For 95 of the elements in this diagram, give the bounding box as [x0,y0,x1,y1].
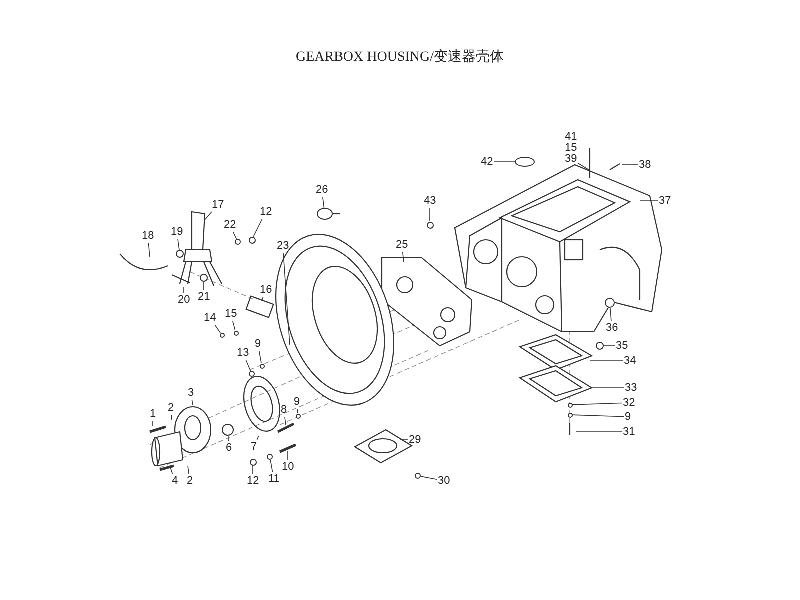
washer [568,402,572,408]
cap [317,208,333,220]
nut [250,458,256,466]
leader-line [297,408,298,414]
diagram-title: GEARBOX HOUSING/变速器壳体 [294,48,506,66]
leader-line [171,414,172,420]
callout-number: 10 [282,461,294,473]
callout-number: 34 [624,355,636,367]
callout-number: 13 [237,347,250,359]
callout-number: 3 [188,387,194,399]
leader-line [578,162,590,170]
washer [596,342,604,350]
leader-line [232,320,236,331]
leader-line [420,476,438,480]
callout-number: 9 [255,338,262,350]
callout-number: 2 [168,402,174,414]
leader-line [192,400,194,406]
washer [296,414,300,418]
callout-number: 9 [294,396,300,408]
callout-number: 9 [625,411,632,423]
callout-number: 18 [142,230,154,242]
leader-line [610,308,612,322]
callout-number: 37 [659,195,672,207]
callout-number: 32 [623,397,636,409]
callout-number: 1 [150,408,156,420]
callout-number: 29 [409,434,422,446]
leader-line [262,296,264,302]
callout-number: 26 [316,184,328,196]
leader-line [258,350,262,364]
leader-line [204,212,212,220]
callout-number: 15 [565,142,578,154]
leader-line [322,196,325,208]
callout-number: 23 [277,240,290,252]
callout-number: 33 [625,382,638,394]
leader-line [252,465,254,474]
leader-line [256,436,260,440]
leader-line [170,466,174,474]
callout-number: 4 [172,475,178,487]
washer [267,454,273,460]
callout-number: 16 [260,284,272,296]
leader-line [284,416,286,426]
callout-number: 2 [187,475,194,487]
leader-line [572,402,622,406]
washer [568,412,572,418]
callout-number: 12 [260,206,272,218]
washer [260,364,264,368]
washer [176,250,184,258]
leader-line [622,164,638,166]
nut [248,236,256,244]
callout-number: 12 [247,475,260,487]
callout-number: 7 [251,441,258,453]
callout-number: 14 [204,312,216,324]
leader-line [214,324,221,334]
callout-number: 31 [623,426,636,438]
callout-number: 6 [226,442,232,454]
washer [249,371,255,377]
callout-number: 36 [606,322,618,334]
callout-number: 35 [616,340,628,352]
callout-number: 22 [224,219,236,231]
callout-number: 21 [198,291,210,303]
callout-number: 38 [639,159,652,171]
callout-number: 25 [396,239,408,251]
leader-line [246,360,252,372]
leader-line [270,460,274,472]
callout-number: 43 [424,195,436,207]
leader-line [590,360,624,362]
washer [222,424,234,436]
washer [220,332,224,338]
leader-line [402,252,404,262]
callout-number: 19 [171,226,184,238]
callout-number: 39 [565,153,578,165]
leader-line [253,218,263,238]
washer [415,473,421,479]
leader-line [572,414,624,418]
callout-number: 30 [438,475,450,487]
nut [426,222,434,228]
callout-number: 17 [212,199,224,211]
leader-line [228,436,230,442]
callout-number: 8 [281,404,288,416]
washer [235,239,241,245]
leader-line [152,420,154,426]
washer [234,330,238,336]
callout-number: 11 [268,473,280,485]
leader-line [178,238,180,250]
callout-number: 20 [178,294,190,306]
leader-line [640,200,658,202]
leader-line [232,232,238,240]
leader-line [188,466,190,474]
cap [515,157,535,167]
callout-number: 42 [481,156,494,168]
leader-line [148,242,150,258]
washer [200,274,208,282]
callout-number: 41 [565,131,578,143]
callout-number: 15 [225,308,238,320]
leader-line [283,252,290,346]
